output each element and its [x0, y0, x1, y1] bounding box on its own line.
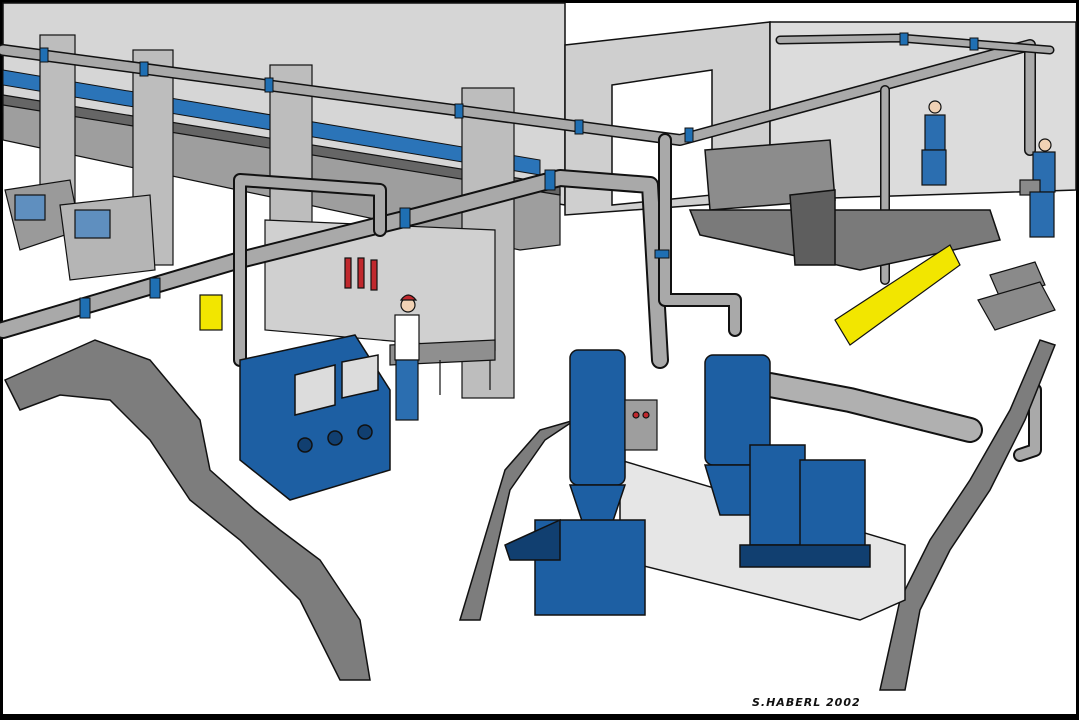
- worker-carrying-box: [1019, 138, 1056, 238]
- blast-cabinet-duct: [235, 175, 385, 365]
- cabinet-window-2: [341, 354, 379, 399]
- worker-legs: [921, 149, 947, 186]
- panel-button: [632, 411, 640, 419]
- worker-bench: [394, 294, 420, 421]
- box: [977, 281, 1056, 331]
- collector-duct: [759, 374, 981, 441]
- conveyor-bed: [688, 209, 1001, 271]
- pipe-clamps: [39, 32, 979, 319]
- clamp: [684, 127, 694, 143]
- worker-legs: [1029, 191, 1055, 238]
- vertical-drop: [660, 135, 740, 335]
- clamp: [264, 77, 274, 93]
- glove-port-2: [327, 430, 343, 446]
- cnc-screen-1: [14, 194, 46, 221]
- worker-head: [1038, 138, 1052, 152]
- worker-body: [924, 114, 946, 151]
- clamp: [39, 47, 49, 63]
- back-wall-right: [769, 21, 1077, 201]
- right-elbow: [1015, 385, 1040, 460]
- collector-1: [749, 444, 806, 546]
- electrical-box: [199, 294, 223, 331]
- front-duct: [0, 171, 667, 367]
- clamp: [79, 297, 91, 319]
- glove-port-1: [297, 437, 313, 453]
- main-duct: [0, 40, 1035, 155]
- tool-1: [344, 257, 352, 289]
- cutaway-center: [458, 419, 576, 621]
- artist-signature: S.HABERL 2002: [752, 696, 861, 709]
- cyclone-1: [504, 349, 646, 616]
- blast-cabinet: [239, 334, 391, 501]
- glove-port-3: [357, 424, 373, 440]
- clamp: [899, 32, 909, 46]
- control-panel: [624, 399, 658, 451]
- collector-skid: [739, 544, 871, 568]
- clamp: [399, 207, 411, 229]
- safety-railing: [834, 244, 961, 346]
- clamp: [544, 169, 556, 191]
- tool-board: [199, 219, 496, 351]
- clamp: [139, 61, 149, 77]
- dust-collectors: [739, 444, 871, 568]
- clamp: [654, 249, 670, 259]
- worker-head: [928, 100, 942, 114]
- tool-2: [357, 257, 365, 289]
- worker-shirt: [394, 314, 420, 361]
- oven-conveyor: [688, 139, 1001, 271]
- control-panel-box: [624, 399, 658, 451]
- worker-pants: [395, 359, 419, 421]
- cutaway-right: [879, 339, 1056, 691]
- cutaway-left: [3, 339, 371, 681]
- worker-vacuuming: [921, 100, 947, 186]
- worker-cap: [399, 294, 418, 301]
- box-pile: [977, 261, 1056, 331]
- box: [989, 261, 1046, 299]
- clamp: [149, 277, 161, 299]
- cyclone-1-body: [569, 349, 626, 486]
- panel-button: [642, 411, 650, 419]
- clamp: [969, 37, 979, 51]
- cyclone-1-hopper: [504, 518, 561, 561]
- cabinet-window-1: [294, 364, 336, 416]
- tool-3: [370, 259, 378, 291]
- cnc-screen-2: [74, 209, 111, 239]
- conveyor-housing: [789, 189, 836, 266]
- clamp: [454, 103, 464, 119]
- cnc-machines: [4, 179, 156, 281]
- yellow-railing: [834, 244, 961, 346]
- clamp: [574, 119, 584, 135]
